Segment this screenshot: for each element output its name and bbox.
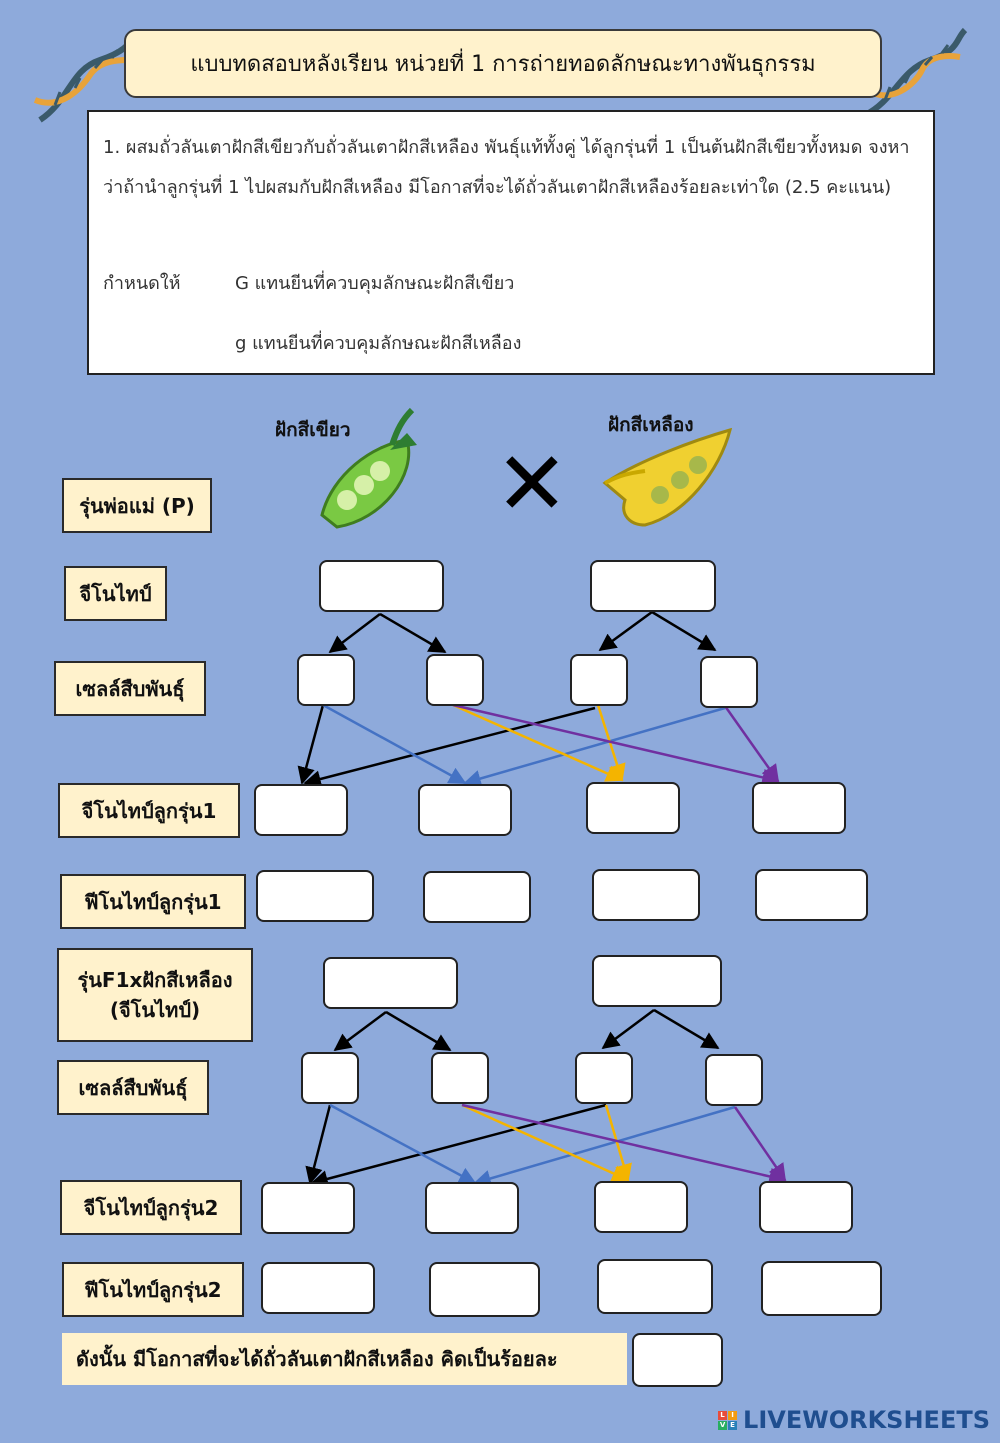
yellow-pod-label: ฝักสีเหลือง xyxy=(608,414,694,436)
label-f1-genotype: จีโนไทป์ลูกรุ่น1 xyxy=(58,783,240,838)
green-pea-pod-icon xyxy=(320,407,417,529)
answer-f1-genotype-4[interactable] xyxy=(752,782,846,834)
answer-gamete-2d[interactable] xyxy=(705,1054,763,1106)
answer-f2-genotype-3[interactable] xyxy=(594,1181,688,1233)
given-gene-g: g แทนยีนที่ควบคุมลักษณะฝักสีเหลือง xyxy=(235,333,522,354)
liveworksheets-logo: L I V E LIVEWORKSHEETS xyxy=(718,1406,990,1434)
liveworksheets-mark-icon: L I V E xyxy=(718,1410,738,1430)
answer-gamete-1d[interactable] xyxy=(700,656,758,708)
answer-f2-genotype-2[interactable] xyxy=(425,1182,519,1234)
page-title: แบบทดสอบหลังเรียน หน่วยที่ 1 การถ่ายทอดล… xyxy=(124,29,882,98)
label-f2-genotype: จีโนไทป์ลูกรุ่น2 xyxy=(60,1180,242,1235)
answer-f1-cross-genotype-f1[interactable] xyxy=(323,957,458,1009)
answer-f1-genotype-3[interactable] xyxy=(586,782,680,834)
answer-f2-genotype-1[interactable] xyxy=(261,1182,355,1234)
answer-gamete-1c[interactable] xyxy=(570,654,628,706)
cross-symbol: ✕ xyxy=(495,432,569,535)
answer-f1-cross-genotype-yellow[interactable] xyxy=(592,955,722,1007)
answer-gamete-2a[interactable] xyxy=(301,1052,359,1104)
answer-parent-genotype-yellow[interactable] xyxy=(590,560,716,612)
label-f1-cross: รุ่นF1xฝักสีเหลือง (จีโนไทป์) xyxy=(57,948,253,1042)
label-f1-cross-line2: (จีโนไทป์) xyxy=(109,998,201,1022)
answer-f1-genotype-2[interactable] xyxy=(418,784,512,836)
answer-gamete-2b[interactable] xyxy=(431,1052,489,1104)
given-gene-G: G แทนยีนที่ควบคุมลักษณะฝักสีเขียว xyxy=(235,273,515,294)
answer-f2-phenotype-2[interactable] xyxy=(429,1262,540,1317)
label-parent-generation: รุ่นพ่อแม่ (P) xyxy=(62,478,212,533)
answer-f2-phenotype-3[interactable] xyxy=(597,1259,713,1314)
label-f1-phenotype: ฟีโนไทป์ลูกรุ่น1 xyxy=(60,874,246,929)
label-gametes-2: เซลล์สืบพันธุ์ xyxy=(57,1060,209,1115)
answer-f2-phenotype-4[interactable] xyxy=(761,1261,882,1316)
label-f1-cross-line1: รุ่นF1xฝักสีเหลือง xyxy=(77,968,233,992)
answer-f1-genotype-1[interactable] xyxy=(254,784,348,836)
answer-f2-genotype-4[interactable] xyxy=(759,1181,853,1233)
answer-f1-phenotype-3[interactable] xyxy=(592,869,700,921)
answer-f2-phenotype-1[interactable] xyxy=(261,1262,375,1314)
answer-f1-phenotype-1[interactable] xyxy=(256,870,374,922)
given-label: กำหนดให้ xyxy=(103,273,181,294)
label-f2-phenotype: ฟีโนไทป์ลูกรุ่น2 xyxy=(62,1262,244,1317)
label-gametes-1: เซลล์สืบพันธุ์ xyxy=(54,661,206,716)
yellow-pea-pod-icon xyxy=(602,427,733,527)
label-genotype: จีโนไทป์ xyxy=(64,566,167,621)
answer-parent-genotype-green[interactable] xyxy=(319,560,444,612)
dna-icon xyxy=(863,27,968,118)
conclusion-text: ดังนั้น มีโอกาสที่จะได้ถั่วลันเตาฝักสีเห… xyxy=(62,1333,627,1385)
answer-gamete-1a[interactable] xyxy=(297,654,355,706)
answer-gamete-2c[interactable] xyxy=(575,1052,633,1104)
question-box: 1. ผสมถั่วลันเตาฝักสีเขียวกับถั่วลันเตาฝ… xyxy=(87,110,935,375)
answer-f1-phenotype-2[interactable] xyxy=(423,871,531,923)
question-text: 1. ผสมถั่วลันเตาฝักสีเขียวกับถั่วลันเตาฝ… xyxy=(103,137,910,198)
answer-percentage[interactable] xyxy=(632,1333,723,1387)
green-pod-label: ฝักสีเขียว xyxy=(275,419,351,441)
liveworksheets-wordmark: LIVEWORKSHEETS xyxy=(743,1406,990,1434)
answer-f1-phenotype-4[interactable] xyxy=(755,869,868,921)
answer-gamete-1b[interactable] xyxy=(426,654,484,706)
